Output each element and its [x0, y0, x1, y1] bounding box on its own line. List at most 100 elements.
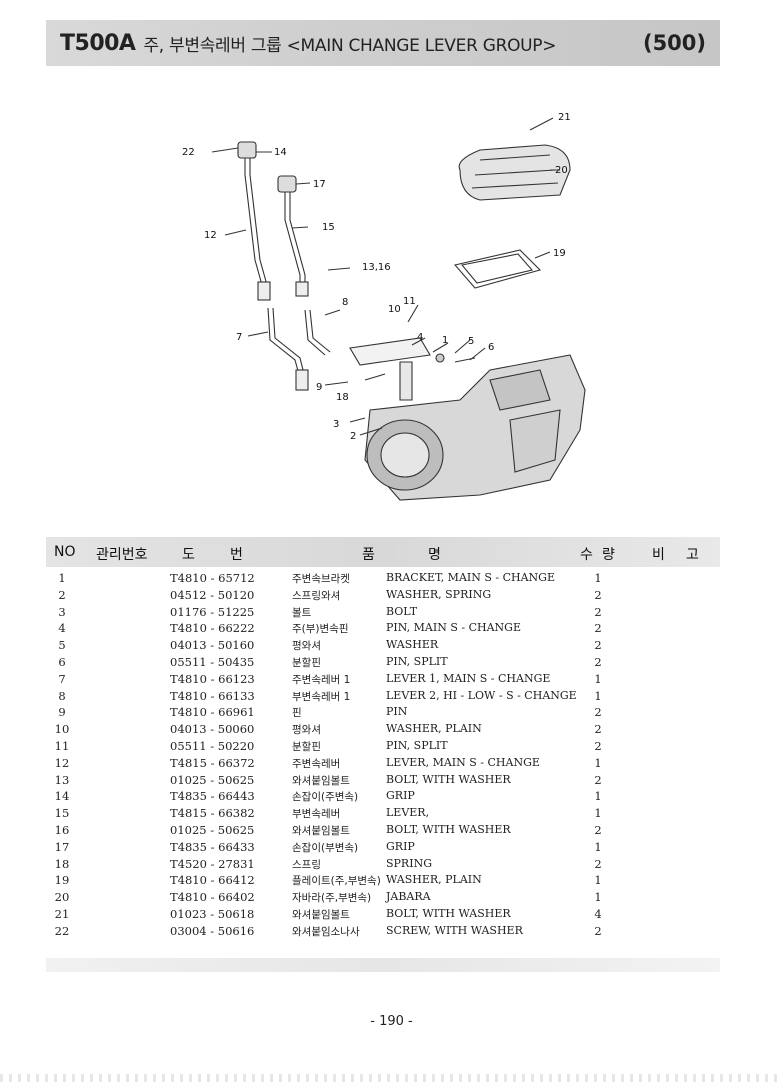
- part-number: 04512 - 50120: [170, 587, 255, 602]
- quantity: 2: [594, 822, 602, 837]
- part-name-kr: 와셔붙임볼트: [292, 774, 350, 787]
- quantity: 2: [594, 738, 602, 753]
- page-header: T500A 주, 부변속레버 그룹 <MAIN CHANGE LEVER GRO…: [46, 20, 720, 66]
- diagram-svg: 22 14 17 12 15 13,16 8 10 11 4 7 1 5 6 9…: [182, 112, 586, 501]
- part-name-en: BOLT: [386, 604, 418, 618]
- part-no: 8: [58, 688, 66, 703]
- part-name-kr: 부변속레버: [292, 808, 341, 821]
- part-name-en: WASHER, PLAIN: [386, 722, 482, 736]
- callout-13-16: 13,16: [362, 262, 391, 273]
- part-name-kr: 와셔붙임소나사: [292, 925, 360, 938]
- exploded-parts-diagram: 22 14 17 12 15 13,16 8 10 11 4 7 1 5 6 9…: [150, 100, 600, 520]
- scan-noise: [0, 1074, 783, 1082]
- part-no: 18: [54, 856, 70, 871]
- callout-4: 4: [417, 332, 423, 343]
- group-title: 주, 부변속레버 그룹 <MAIN CHANGE LEVER GROUP>: [143, 35, 557, 56]
- part-number: T4520 - 27831: [170, 856, 255, 871]
- quantity: 1: [594, 688, 602, 703]
- col-qty-1: 수: [580, 547, 593, 563]
- quantity: 1: [594, 789, 602, 804]
- part-name-en: BOLT, WITH WASHER: [386, 772, 511, 786]
- part-number: T4810 - 66222: [170, 621, 255, 636]
- parts-table-header: NO 관리번호 도 번 품 명 수 량 비 고: [46, 537, 720, 567]
- part-no: 13: [54, 772, 70, 787]
- quantity: 2: [594, 654, 602, 669]
- part-no: 1: [58, 571, 66, 585]
- callout-20: 20: [555, 165, 568, 176]
- model-code: T500A: [60, 30, 136, 56]
- part-name-kr: 자바라(주,부변속): [292, 892, 372, 905]
- callout-2: 2: [350, 431, 356, 442]
- col-drawing-1: 도: [182, 547, 195, 563]
- part-name-kr: 핀: [292, 707, 302, 720]
- part-name-kr: 부변속레버 1: [292, 690, 351, 703]
- col-name-2: 명: [428, 547, 441, 563]
- part-name-kr: 평와셔: [292, 724, 321, 737]
- part-no: 16: [54, 822, 70, 837]
- group-code: (500): [642, 31, 706, 55]
- part-number: T4810 - 66123: [170, 671, 255, 686]
- col-drawing-2: 번: [230, 547, 243, 563]
- part-name-en: LEVER 2, HI - LOW - S - CHANGE: [386, 688, 577, 702]
- part-name-en: WASHER, SPRING: [386, 587, 492, 601]
- col-qty-2: 량: [602, 547, 615, 563]
- part-name-en: PIN, SPLIT: [386, 654, 448, 668]
- part-number: T4810 - 66412: [170, 873, 255, 888]
- part-name-kr: 볼트: [292, 606, 312, 619]
- part-name-kr: 손잡이(부변속): [292, 841, 359, 854]
- quantity: 4: [594, 906, 602, 921]
- part-name-kr: 평와셔: [292, 640, 321, 653]
- grip-17-shape: [277, 175, 297, 193]
- page-number: - 190 -: [370, 1014, 413, 1029]
- part-no: 14: [54, 789, 70, 804]
- callout-7: 7: [236, 332, 242, 343]
- part-number: 01023 - 50618: [170, 906, 255, 921]
- part-no: 11: [54, 738, 70, 753]
- callout-5: 5: [468, 336, 474, 347]
- quantity: 2: [594, 604, 602, 619]
- callout-11: 11: [403, 296, 416, 307]
- part-name-en: JABARA: [386, 890, 431, 904]
- lever-7-shape: [267, 307, 301, 379]
- part-name-kr: 플레이트(주,부변속): [292, 875, 381, 888]
- col-mgmt-no: 관리번호: [96, 547, 148, 563]
- quantity: 2: [594, 772, 602, 787]
- part-name-kr: 분할핀: [292, 656, 321, 669]
- callout-18: 18: [336, 392, 349, 403]
- quantity: 2: [594, 722, 602, 737]
- part-name-kr: 분할핀: [292, 740, 321, 753]
- callout-14: 14: [274, 147, 287, 158]
- part-no: 10: [54, 722, 70, 737]
- part-name-kr: 주변속레버 1: [292, 673, 351, 686]
- part-name-kr: 주(부)변속핀: [292, 623, 349, 636]
- quantity: 2: [594, 923, 602, 938]
- lever-15-shape: [284, 190, 301, 285]
- part-name-kr: 손잡이(주변속): [292, 791, 359, 804]
- bracket-1-shape: [349, 337, 431, 366]
- callout-15: 15: [322, 222, 335, 233]
- part-no: 9: [58, 705, 66, 720]
- part-name-en: WASHER: [386, 638, 439, 652]
- part-no: 21: [54, 906, 70, 921]
- part-name-en: LEVER 1, MAIN S - CHANGE: [386, 671, 551, 685]
- col-no: NO: [54, 544, 76, 560]
- part-number: T4810 - 66133: [170, 688, 255, 703]
- grip-14-shape: [237, 141, 257, 159]
- callout-21: 21: [558, 112, 571, 123]
- part-no: 2: [58, 587, 66, 602]
- part-no: 22: [54, 923, 70, 938]
